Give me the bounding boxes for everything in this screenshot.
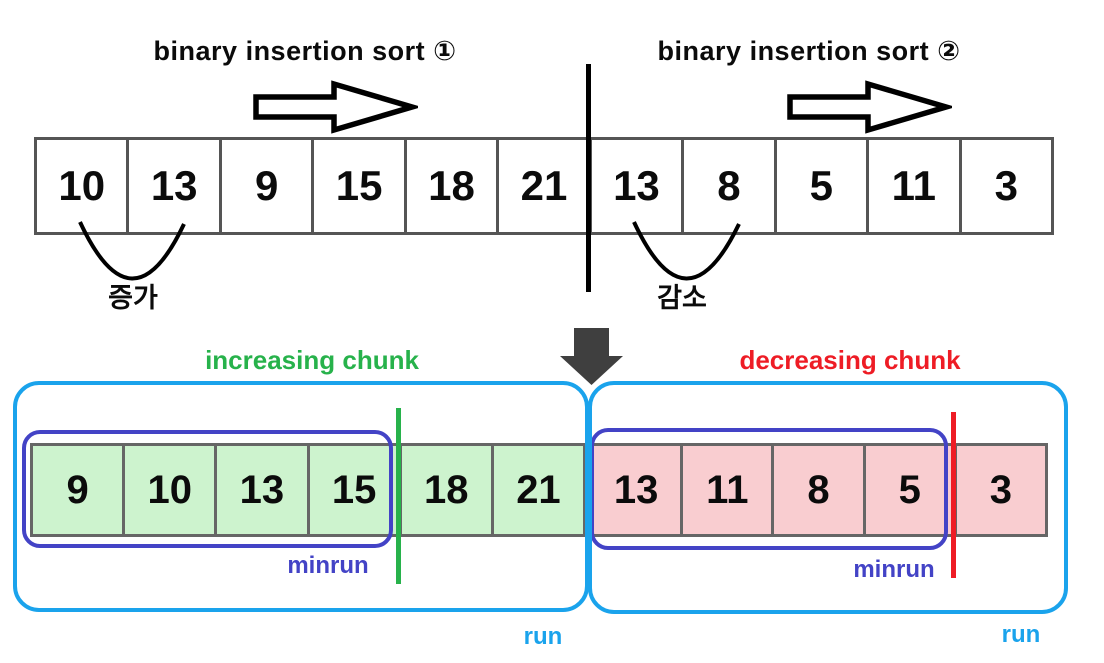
- right-run-outline: [588, 381, 1068, 614]
- array-cell: 15: [314, 140, 407, 232]
- array-cell: 13: [592, 446, 684, 534]
- decreasing-run-row: 13 11 8 5 3: [589, 443, 1048, 537]
- array-cell: 8: [684, 140, 777, 232]
- top-array-row: 10 13 9 15 18 21 13 8 5 11 3: [34, 137, 1054, 235]
- right-block-arrow-icon: [787, 80, 952, 134]
- array-cell: 18: [407, 140, 500, 232]
- title-binary-insertion-sort-1: binary insertion sort ①: [153, 36, 457, 66]
- minrun-boundary-line-green: [396, 408, 401, 584]
- title-binary-insertion-sort-2: binary insertion sort ②: [657, 36, 961, 66]
- array-cell: 3: [956, 446, 1046, 534]
- array-cell: 13: [592, 140, 685, 232]
- array-cell: 11: [869, 140, 962, 232]
- label-increase-korean: 증가: [108, 283, 158, 313]
- array-cell: 15: [309, 446, 402, 534]
- array-cell: 21: [493, 446, 584, 534]
- right-minrun-label: minrun: [853, 556, 935, 583]
- label-decrease-korean: 감소: [657, 283, 707, 313]
- left-run-outline: [13, 381, 589, 612]
- array-cell: 9: [222, 140, 315, 232]
- array-cell: 3: [994, 162, 1018, 209]
- array-cell: 10: [37, 140, 130, 232]
- left-minrun-label: minrun: [287, 552, 369, 579]
- decrease-pair-curve: [632, 221, 741, 281]
- right-run-label: run: [1001, 621, 1041, 648]
- increase-pair-curve: [78, 221, 186, 281]
- array-split-divider-line: [586, 64, 591, 292]
- array-cell: 10: [125, 446, 218, 534]
- array-cell: 9: [33, 446, 126, 534]
- array-cell: 21: [499, 140, 592, 232]
- down-arrow-icon: [560, 328, 623, 385]
- array-cell: 13: [129, 140, 222, 232]
- increasing-chunk-label: increasing chunk: [205, 345, 419, 375]
- right-block-arrow-icon: [253, 80, 418, 134]
- decreasing-chunk-label: decreasing chunk: [739, 345, 961, 375]
- array-cell: 11: [683, 446, 775, 534]
- right-minrun-outline: [590, 428, 948, 550]
- increasing-run-row: 9 10 13 15 18 21: [30, 443, 586, 537]
- left-minrun-outline: [22, 430, 393, 548]
- left-run-label: run: [523, 623, 563, 650]
- array-cell: 18: [401, 446, 494, 534]
- array-cell: 8: [774, 446, 866, 534]
- minrun-boundary-line-red: [951, 412, 956, 578]
- array-cell: 5: [865, 446, 957, 534]
- array-cell: 5: [777, 140, 870, 232]
- array-cell: 13: [217, 446, 310, 534]
